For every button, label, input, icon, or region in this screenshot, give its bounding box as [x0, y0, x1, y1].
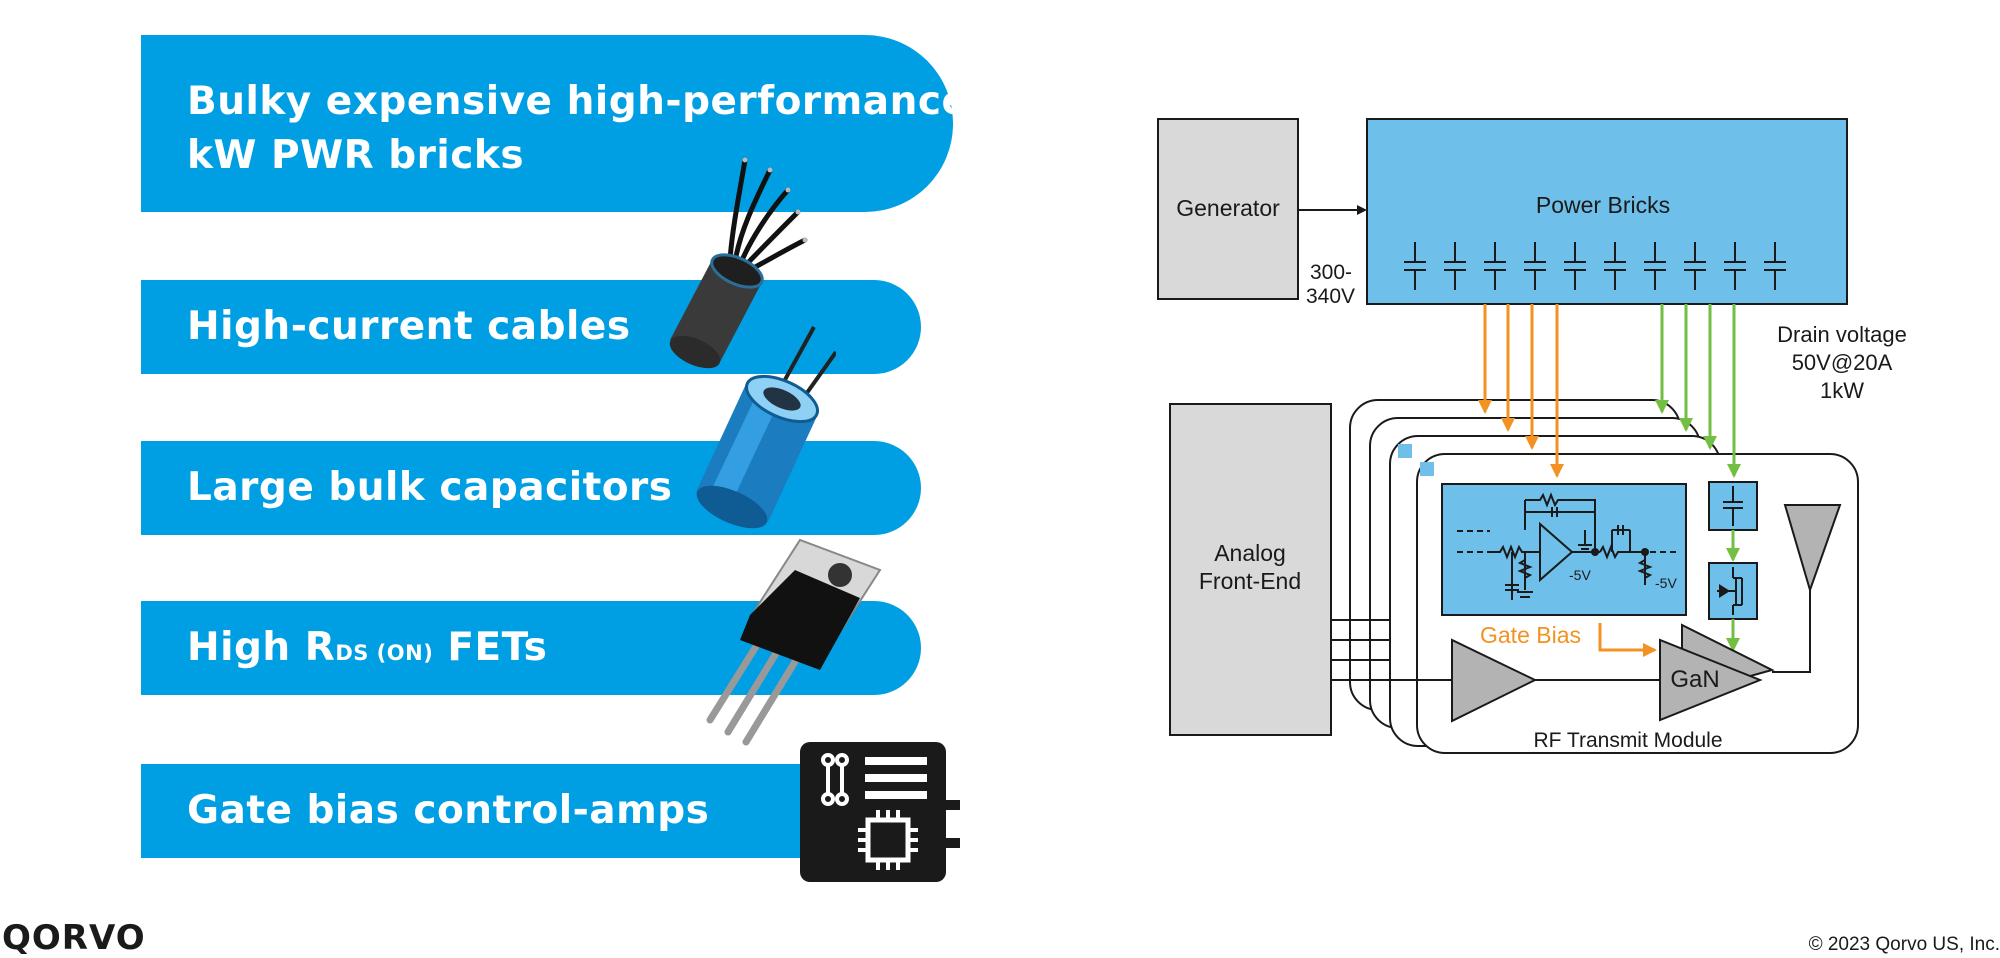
pill-fets-pre: High R — [187, 625, 336, 670]
stack-corner-1 — [1398, 444, 1412, 458]
brick-capacitor-symbol — [1444, 242, 1466, 290]
antenna-icon — [1783, 504, 1842, 594]
neg5v-label-b: -5V — [1655, 575, 1677, 591]
power-bricks-box — [1366, 118, 1848, 305]
brick-capacitor-symbol — [1524, 242, 1546, 290]
cable-icon — [669, 157, 808, 369]
pill-power-bricks-line2: kW PWR bricks — [187, 133, 525, 178]
switch-arrow-tip — [1719, 584, 1730, 598]
pill-fets-subscript: DS (ON) — [335, 641, 434, 665]
gate-bias-lines — [1478, 304, 1564, 478]
rf-module-label: RF Transmit Module — [1533, 729, 1722, 752]
capacitor-row — [1404, 242, 1786, 290]
input-voltage-line1: 300- — [1310, 261, 1352, 284]
drain-label-line1: Drain voltage — [1777, 322, 1907, 347]
afe-label-line2: Front-End — [1199, 568, 1301, 594]
pill-cables: High-current cables — [141, 280, 921, 374]
input-voltage-line2: 340V — [1306, 285, 1355, 308]
brick-capacitor-symbol — [1644, 242, 1666, 290]
pill-capacitors: Large bulk capacitors — [141, 441, 921, 535]
qorvo-logo: QORVO — [2, 918, 146, 958]
brick-capacitor-symbol — [1404, 242, 1426, 290]
gate-bias-arrow — [1598, 623, 1657, 657]
copyright-text: © 2023 Qorvo US, Inc. — [1808, 934, 2000, 955]
neg5v-label-a: -5V — [1569, 567, 1591, 583]
brick-capacitor-symbol — [1564, 242, 1586, 290]
brick-capacitor-symbol — [1764, 242, 1786, 290]
pill-cables-label: High-current cables — [187, 304, 631, 349]
generator-label: Generator — [1176, 195, 1280, 221]
pill-capacitors-label: Large bulk capacitors — [187, 465, 673, 510]
drain-label-line2: 50V@20A — [1792, 350, 1893, 375]
analog-front-end-box — [1169, 403, 1332, 736]
brick-capacitor-symbol — [1484, 242, 1506, 290]
pill-power-bricks: Bulky expensive high-performance kW PWR … — [141, 35, 968, 212]
capacitor-icon — [696, 326, 836, 529]
generator-box — [1157, 118, 1299, 300]
chip-board-icon — [800, 742, 960, 882]
gan-to-antenna-line — [1772, 590, 1811, 673]
gate-bias-label: Gate Bias — [1480, 622, 1581, 648]
afe-label-line1: Analog — [1214, 540, 1286, 566]
gan-amplifier — [1659, 638, 1763, 722]
fet-icon — [706, 538, 882, 746]
pill-power-bricks-line1: Bulky expensive high-performance — [187, 79, 969, 124]
afe-connections — [1331, 619, 1452, 681]
pill-fets-label: High RDS (ON) FETs — [187, 623, 547, 678]
brick-capacitor-symbol — [1604, 242, 1626, 290]
stack-corner-2 — [1420, 462, 1434, 476]
gan-label: GaN — [1670, 666, 1719, 693]
brick-capacitor-symbol — [1684, 242, 1706, 290]
control-amp-schematic — [1457, 492, 1680, 600]
node-dot-2 — [1641, 548, 1649, 556]
brick-capacitor-symbol — [1724, 242, 1746, 290]
power-bricks-label: Power Bricks — [1536, 192, 1670, 218]
drain-voltage-lines — [1655, 304, 1741, 478]
node-dot-1 — [1591, 548, 1599, 556]
driver-amplifier — [1451, 638, 1538, 723]
pill-gate-bias-label: Gate bias control-amps — [187, 788, 710, 833]
pill-gate-bias: Gate bias control-amps — [141, 764, 921, 858]
bypass-cap-symbol — [1723, 486, 1743, 526]
pill-power-bricks-label: Bulky expensive high-performance kW PWR … — [187, 75, 968, 183]
pill-fets-post: FETs — [433, 625, 548, 670]
drain-label-line3: 1kW — [1820, 378, 1864, 403]
